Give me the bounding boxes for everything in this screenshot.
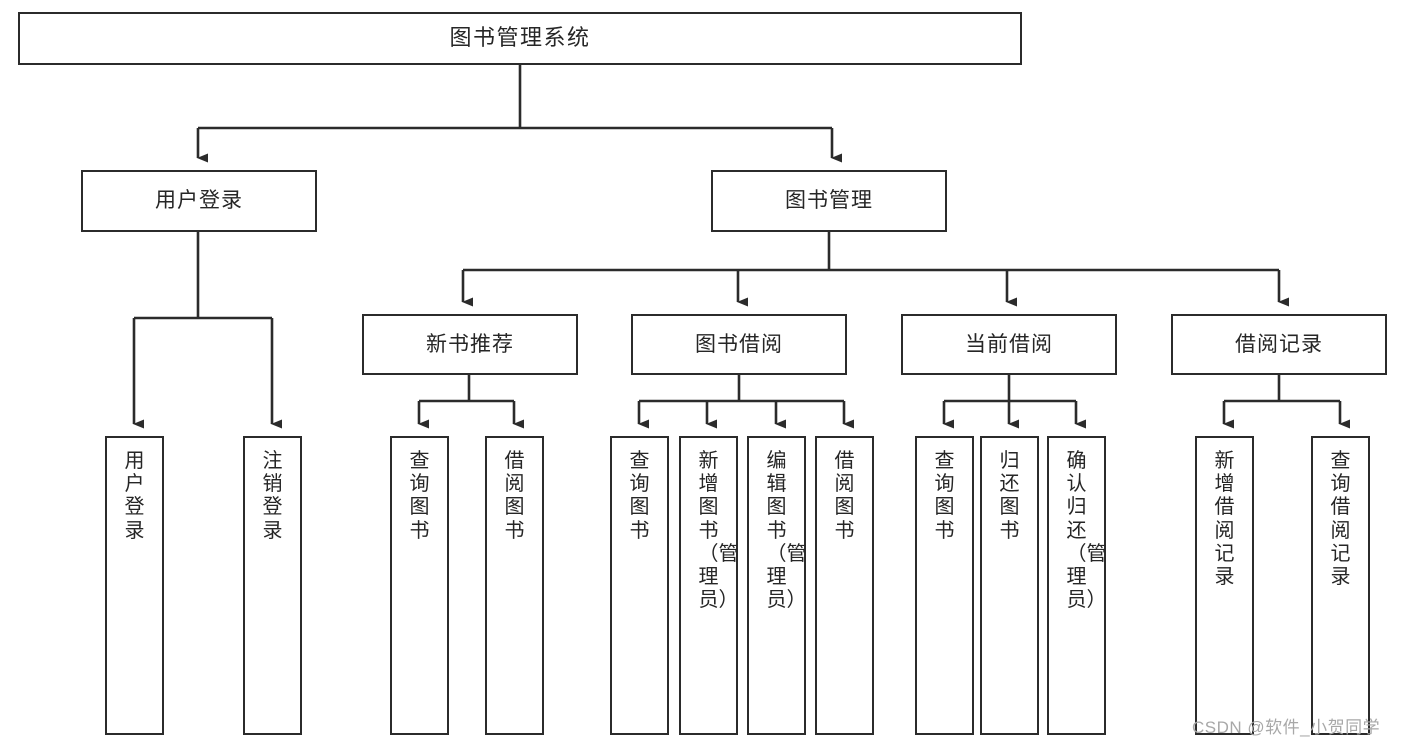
node-leaf-query-book-a[interactable]: 查询图书 (390, 436, 449, 735)
node-leaf-user-login-label: 用户登录 (124, 450, 145, 542)
node-root[interactable]: 图书管理系统 (18, 12, 1022, 65)
node-leaf-borrow-book-a[interactable]: 借阅图书 (485, 436, 544, 735)
node-current-borrow[interactable]: 当前借阅 (901, 314, 1117, 375)
node-leaf-borrow-book-b-label: 借阅图书 (834, 450, 855, 542)
node-new-book-rec[interactable]: 新书推荐 (362, 314, 578, 375)
node-leaf-confirm-return-label: 确认归还（管理员） (1066, 450, 1107, 612)
node-user-login[interactable]: 用户登录 (81, 170, 317, 232)
node-leaf-add-record-label: 新增借阅记录 (1214, 450, 1235, 588)
node-leaf-return-book[interactable]: 归还图书 (980, 436, 1039, 735)
node-leaf-query-book-c-label: 查询图书 (934, 450, 955, 542)
node-borrow-record-label: 借阅记录 (1235, 332, 1323, 356)
node-book-borrow[interactable]: 图书借阅 (631, 314, 847, 375)
node-leaf-borrow-book-b[interactable]: 借阅图书 (815, 436, 874, 735)
node-leaf-query-record[interactable]: 查询借阅记录 (1311, 436, 1370, 735)
node-leaf-user-login[interactable]: 用户登录 (105, 436, 164, 735)
node-leaf-add-book-label: 新增图书（管理员） (698, 450, 739, 612)
node-leaf-query-record-label: 查询借阅记录 (1330, 450, 1351, 588)
node-leaf-query-book-c[interactable]: 查询图书 (915, 436, 974, 735)
node-current-borrow-label: 当前借阅 (965, 332, 1053, 356)
node-new-book-rec-label: 新书推荐 (426, 332, 514, 356)
node-leaf-query-book-a-label: 查询图书 (409, 450, 430, 542)
node-leaf-add-book[interactable]: 新增图书（管理员） (679, 436, 739, 735)
node-borrow-record[interactable]: 借阅记录 (1171, 314, 1387, 375)
node-leaf-query-book-b-label: 查询图书 (629, 450, 650, 542)
node-leaf-confirm-return[interactable]: 确认归还（管理员） (1047, 436, 1107, 735)
node-leaf-query-book-b[interactable]: 查询图书 (610, 436, 669, 735)
node-leaf-borrow-book-a-label: 借阅图书 (504, 450, 525, 542)
node-book-borrow-label: 图书借阅 (695, 332, 783, 356)
node-leaf-logout-label: 注销登录 (262, 450, 283, 542)
node-book-manage-label: 图书管理 (785, 189, 873, 213)
node-leaf-add-record[interactable]: 新增借阅记录 (1195, 436, 1254, 735)
node-user-login-label: 用户登录 (155, 189, 243, 213)
node-book-manage[interactable]: 图书管理 (711, 170, 947, 232)
node-leaf-edit-book[interactable]: 编辑图书（管理员） (747, 436, 807, 735)
node-root-label: 图书管理系统 (449, 25, 591, 51)
node-leaf-return-book-label: 归还图书 (999, 450, 1020, 542)
node-leaf-logout[interactable]: 注销登录 (243, 436, 302, 735)
node-leaf-edit-book-label: 编辑图书（管理员） (766, 450, 807, 612)
csdn-watermark: CSDN @软件_小贺同学 (1192, 718, 1381, 737)
